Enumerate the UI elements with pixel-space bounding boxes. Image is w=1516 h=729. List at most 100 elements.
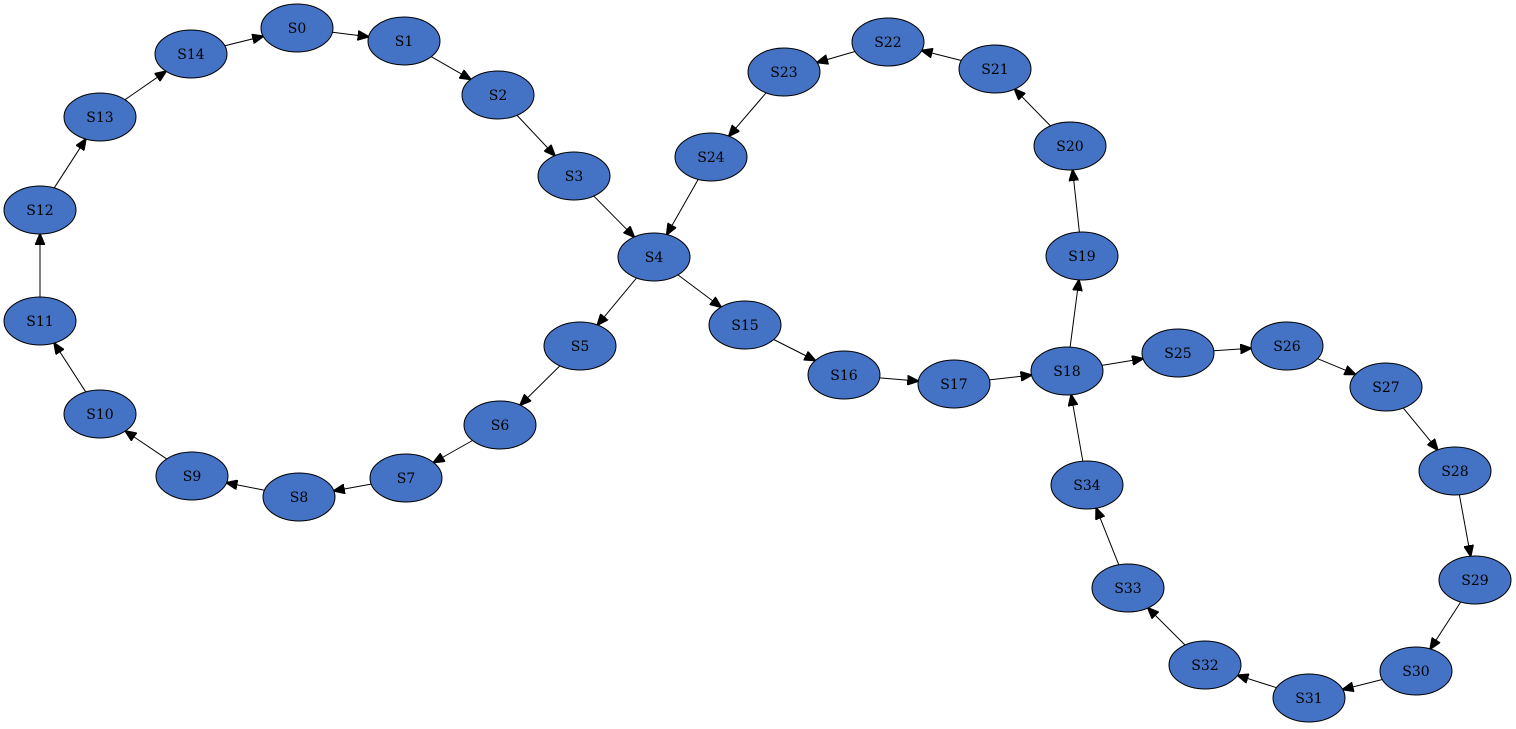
node-s32: S32 [1168, 640, 1242, 690]
edge-s0-to-s1 [332, 32, 368, 36]
node-label: S9 [183, 469, 202, 485]
node-label: S28 [1441, 464, 1468, 480]
node-label: S11 [26, 314, 53, 330]
node-s5: S5 [543, 321, 617, 371]
node-s3: S3 [537, 151, 611, 201]
node-label: S7 [397, 471, 416, 487]
edge-s8-to-s9 [227, 483, 265, 491]
node-label: S34 [1073, 478, 1100, 494]
edge-s1-to-s2 [431, 56, 470, 80]
node-ellipse [543, 321, 617, 371]
node-s24: S24 [674, 132, 748, 182]
edge-s19-to-s20 [1073, 170, 1080, 233]
node-s16: S16 [807, 350, 881, 400]
edge-s12-to-s13 [53, 139, 86, 189]
edge-s6-to-s7 [433, 440, 473, 462]
node-label: S20 [1056, 139, 1083, 155]
node-s7: S7 [369, 453, 443, 503]
node-ellipse [1050, 460, 1124, 510]
node-label: S18 [1053, 364, 1080, 380]
node-s18: S18 [1030, 346, 1104, 396]
node-ellipse [617, 232, 691, 282]
node-ellipse [367, 16, 441, 66]
edge-s29-to-s30 [1430, 601, 1462, 649]
edge-s34-to-s18 [1071, 395, 1084, 462]
node-label: S5 [571, 339, 590, 355]
node-ellipse [1250, 321, 1324, 371]
node-s11: S11 [3, 296, 77, 346]
node-ellipse [63, 92, 137, 142]
node-ellipse [958, 44, 1032, 94]
node-label: S6 [491, 418, 510, 434]
node-ellipse [1033, 121, 1107, 171]
edge-s16-to-s17 [879, 378, 919, 381]
node-label: S24 [697, 150, 724, 166]
node-ellipse [1168, 640, 1242, 690]
node-label: S26 [1273, 339, 1300, 355]
edge-s10-to-s11 [54, 343, 87, 393]
edge-s17-to-s18 [989, 375, 1031, 380]
node-label: S25 [1164, 346, 1191, 362]
edge-s26-to-s27 [1317, 358, 1356, 375]
node-ellipse [917, 359, 991, 409]
node-ellipse [3, 185, 77, 235]
node-ellipse [260, 3, 334, 53]
node-ellipse [1418, 446, 1492, 496]
node-s1: S1 [367, 16, 441, 66]
node-label: S10 [86, 407, 113, 423]
node-label: S2 [489, 88, 508, 104]
node-s14: S14 [154, 29, 228, 79]
node-ellipse [463, 400, 537, 450]
node-ellipse [807, 350, 881, 400]
edge-s21-to-s22 [922, 50, 962, 61]
node-label: S12 [26, 203, 53, 219]
edge-s15-to-s16 [773, 339, 816, 360]
node-ellipse [708, 300, 782, 350]
node-ellipse [154, 29, 228, 79]
edge-s13-to-s14 [124, 71, 166, 101]
node-label: S30 [1402, 664, 1429, 680]
node-s0: S0 [260, 3, 334, 53]
node-label: S22 [874, 35, 901, 51]
edge-s28-to-s29 [1458, 494, 1470, 556]
edge-s18-to-s25 [1101, 359, 1143, 366]
node-s9: S9 [155, 451, 229, 501]
edge-s7-to-s8 [334, 483, 372, 491]
node-label: S17 [940, 377, 967, 393]
node-s30: S30 [1379, 646, 1453, 696]
node-label: S15 [731, 318, 758, 334]
edge-s32-to-s33 [1148, 608, 1186, 646]
node-label: S13 [86, 110, 113, 126]
node-ellipse [369, 453, 443, 503]
node-ellipse [1379, 646, 1453, 696]
node-ellipse [3, 296, 77, 346]
edges-layer [40, 32, 1471, 689]
node-label: S21 [981, 62, 1008, 78]
node-label: S3 [565, 169, 584, 185]
node-s17: S17 [917, 359, 991, 409]
edge-s4-to-s15 [677, 274, 721, 307]
node-s12: S12 [3, 185, 77, 235]
node-label: S32 [1191, 658, 1218, 674]
node-ellipse [1045, 231, 1119, 281]
node-s29: S29 [1438, 555, 1512, 605]
node-ellipse [1141, 328, 1215, 378]
edge-s5-to-s6 [520, 365, 561, 405]
edge-s4-to-s5 [597, 277, 637, 325]
node-label: S31 [1295, 691, 1322, 707]
node-label: S14 [177, 47, 204, 63]
node-s8: S8 [262, 472, 336, 522]
edge-s23-to-s24 [729, 92, 767, 136]
node-s23: S23 [747, 47, 821, 97]
node-s13: S13 [63, 92, 137, 142]
node-s33: S33 [1091, 563, 1165, 613]
node-label: S19 [1068, 249, 1095, 265]
node-label: S23 [770, 65, 797, 81]
node-ellipse [1349, 362, 1423, 412]
edge-s9-to-s10 [125, 431, 167, 460]
node-ellipse [747, 47, 821, 97]
node-s19: S19 [1045, 231, 1119, 281]
node-ellipse [674, 132, 748, 182]
node-s26: S26 [1250, 321, 1324, 371]
